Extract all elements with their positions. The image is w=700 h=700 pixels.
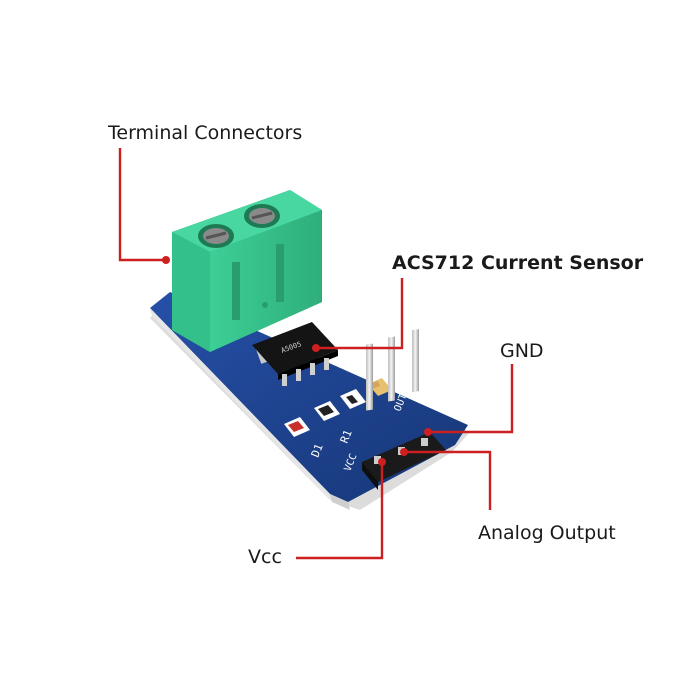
terminal-block	[172, 190, 322, 352]
leader-terminal	[118, 148, 166, 262]
leader-vcc	[296, 462, 384, 560]
leader-analog	[404, 450, 492, 510]
dot-gnd	[424, 428, 432, 436]
dot-analog	[400, 448, 408, 456]
silk-d1: D1	[309, 442, 326, 459]
acs712-chip: A5005	[252, 322, 338, 386]
dot-terminal	[162, 256, 170, 264]
label-analog-output: Analog Output	[478, 522, 616, 544]
label-gnd: GND	[500, 340, 544, 362]
label-vcc: Vcc	[248, 546, 282, 568]
leader-gnd	[428, 364, 514, 434]
leader-dots	[162, 256, 432, 466]
label-terminal-connectors: Terminal Connectors	[108, 122, 303, 144]
dot-acs	[312, 344, 320, 352]
leader-acs	[316, 278, 404, 350]
leader-lines	[118, 148, 514, 560]
silk-c1: C1	[423, 388, 438, 403]
silk-r1: R1	[338, 428, 355, 445]
label-acs712-current-sensor: ACS712 Current Sensor	[392, 252, 644, 274]
dot-vcc	[378, 458, 386, 466]
